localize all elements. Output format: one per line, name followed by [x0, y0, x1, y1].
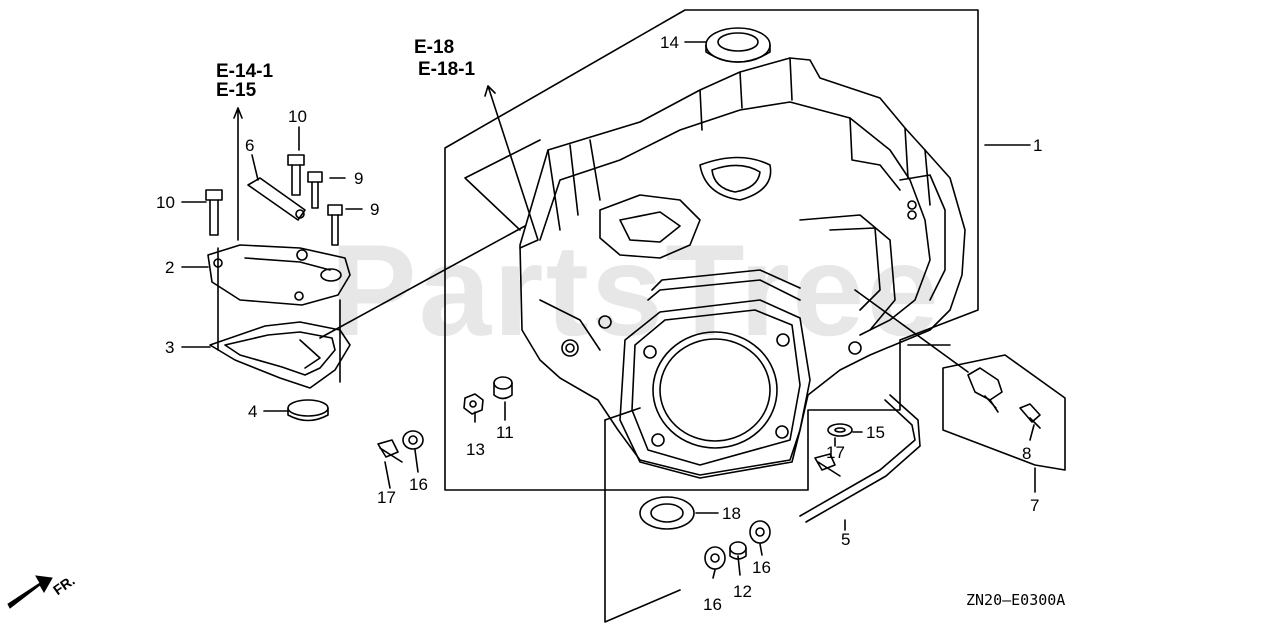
ref-e18-1[interactable]: E-18-1 [418, 59, 476, 80]
plate-part [247, 177, 306, 221]
callout-16-left[interactable]: 16 [409, 475, 428, 494]
bracket-plate-part [207, 244, 351, 306]
plug-part [287, 399, 329, 422]
callout-17-right[interactable]: 17 [826, 443, 845, 462]
clip-part-left [377, 439, 403, 463]
ref-e14-1[interactable]: E-14-1 [216, 61, 274, 82]
callout-5[interactable]: 5 [841, 530, 851, 549]
callout-12[interactable]: 12 [733, 582, 752, 601]
gasket-part [209, 321, 351, 389]
ref-arrow-e18 [484, 85, 539, 249]
callout-16-bottom[interactable]: 16 [703, 595, 722, 614]
ref-e15[interactable]: E-15 [216, 80, 257, 101]
callout-8[interactable]: 8 [1022, 444, 1032, 463]
callout-3[interactable]: 3 [165, 338, 175, 357]
oil-switch-part [967, 367, 1003, 413]
watermark: PartsTree [330, 217, 941, 363]
crankcase-group-frame [444, 9, 979, 491]
callout-9-lower[interactable]: 9 [370, 200, 380, 219]
bolt-part-10b [205, 189, 223, 236]
callout-10-left[interactable]: 10 [156, 193, 175, 212]
dipstick-tube-part [799, 394, 921, 523]
callout-10-top[interactable]: 10 [288, 107, 307, 126]
callout-1[interactable]: 1 [1033, 136, 1043, 155]
callout-13[interactable]: 13 [466, 440, 485, 459]
left-group-frame [217, 247, 341, 383]
collar-part [493, 376, 513, 400]
front-arrow-icon [7, 575, 53, 609]
callout-14[interactable]: 14 [660, 33, 679, 52]
washer-part-bottom-right [749, 520, 771, 544]
bolt-part-8 [1019, 403, 1041, 429]
washer-part-bottom-left [704, 546, 726, 570]
clip-part-right [814, 453, 841, 477]
callout-2[interactable]: 2 [165, 258, 175, 277]
bearing-part [639, 496, 695, 530]
callout-9-upper[interactable]: 9 [354, 169, 364, 188]
ref-arrow-e14 [233, 107, 243, 241]
callout-7[interactable]: 7 [1030, 496, 1040, 515]
cylinder [619, 269, 811, 479]
washer-part-left [402, 430, 424, 450]
washer-part-15 [827, 423, 853, 437]
callout-17-left[interactable]: 17 [377, 488, 396, 507]
callout-6[interactable]: 6 [245, 136, 255, 155]
oil-seal-part [705, 27, 771, 63]
ref-e18[interactable]: E-18 [414, 37, 455, 58]
callout-18[interactable]: 18 [722, 504, 741, 523]
bolt-part-9b [327, 204, 343, 246]
lower-group-frame [604, 419, 681, 623]
callout-16-right[interactable]: 16 [752, 558, 771, 577]
callout-15[interactable]: 15 [866, 423, 885, 442]
callout-4[interactable]: 4 [248, 402, 258, 421]
bolt-part-10a [287, 154, 305, 196]
callout-11[interactable]: 11 [496, 423, 514, 442]
nut-part [463, 393, 484, 415]
item7-group-frame [942, 354, 1066, 471]
bolt-part-9a [307, 171, 323, 209]
diagram-code: ZN20—E0300A [966, 591, 1066, 609]
